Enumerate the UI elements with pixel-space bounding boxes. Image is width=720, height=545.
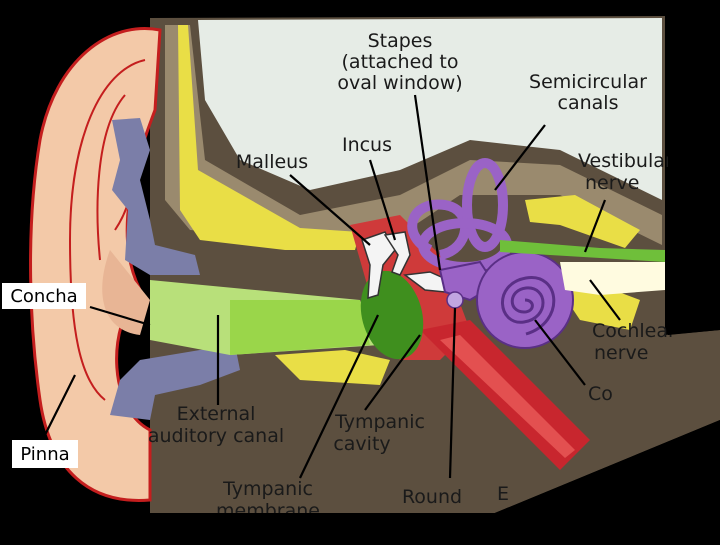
label-semicircular-1: Semicircular: [529, 71, 647, 93]
label-tympanic-cavity-2: cavity: [333, 433, 390, 455]
temporal-bone-yellow: [178, 25, 360, 250]
leader-cavity: [364, 334, 421, 411]
cochlea-spiral: [501, 276, 556, 336]
leader-incus: [368, 159, 397, 241]
semicircular-canal-2: [462, 158, 508, 252]
cartilage-upper: [112, 118, 200, 275]
leader-semicircular: [494, 124, 546, 191]
label-tympanic-cavity-1: Tympanic: [334, 411, 425, 433]
leader-membrane: [299, 314, 379, 479]
cranial-cavity: [198, 18, 662, 200]
leader-lines: [44, 94, 621, 479]
leader-pinna: [44, 374, 76, 436]
semicircular-canal-1: [407, 199, 471, 260]
crop-mask-bottom-right: [490, 420, 720, 545]
label-eustachian: E: [497, 483, 509, 505]
leader-malleus: [289, 174, 371, 246]
leader-round: [448, 307, 457, 479]
label-round-window: Round: [402, 486, 462, 508]
pinna-label-box: [12, 440, 78, 468]
crop-mask-right: [668, 0, 720, 335]
incus-bone: [383, 231, 411, 276]
vestibular-nerve-shape: [500, 240, 665, 262]
leader-concha: [89, 305, 151, 327]
label-incus: Incus: [342, 134, 392, 156]
round-window: [446, 291, 464, 309]
label-vestibular-2: nerve: [585, 172, 639, 194]
leader-stapes: [413, 94, 442, 271]
label-external-canal-2: auditory canal: [148, 425, 284, 447]
concha-label-box: [2, 283, 86, 309]
cochlear-nerve-shape: [560, 262, 665, 295]
eustachian-tube-highlight: [440, 335, 575, 458]
temporal-bone-band: [165, 25, 662, 245]
label-cochlear-nerve-2: nerve: [594, 342, 648, 364]
label-pinna: Pinna: [20, 444, 69, 465]
leader-vestibular: [583, 199, 607, 253]
yellow-bone-lower: [275, 350, 390, 385]
cartilage-lower: [110, 345, 240, 420]
label-cochlea: Co: [588, 383, 613, 405]
label-external-canal-1: External: [177, 403, 256, 425]
label-tympanic-membrane-1: Tympanic: [222, 478, 313, 500]
label-stapes-3: oval window): [337, 72, 462, 94]
label-semicircular-2: canals: [558, 92, 619, 114]
label-cochlear-nerve-1: Cochlear: [592, 320, 676, 342]
label-concha: Concha: [10, 286, 77, 307]
label-stapes-2: (attached to: [342, 51, 459, 73]
label-stapes-1: Stapes: [368, 30, 433, 52]
label-malleus: Malleus: [236, 151, 308, 173]
label-vestibular-1: Vestibular: [578, 150, 673, 172]
canal-bright: [230, 300, 370, 355]
leader-cochlear: [589, 279, 621, 321]
yellow-bone-upper-right: [525, 195, 640, 248]
leader-cochlea: [534, 319, 586, 386]
